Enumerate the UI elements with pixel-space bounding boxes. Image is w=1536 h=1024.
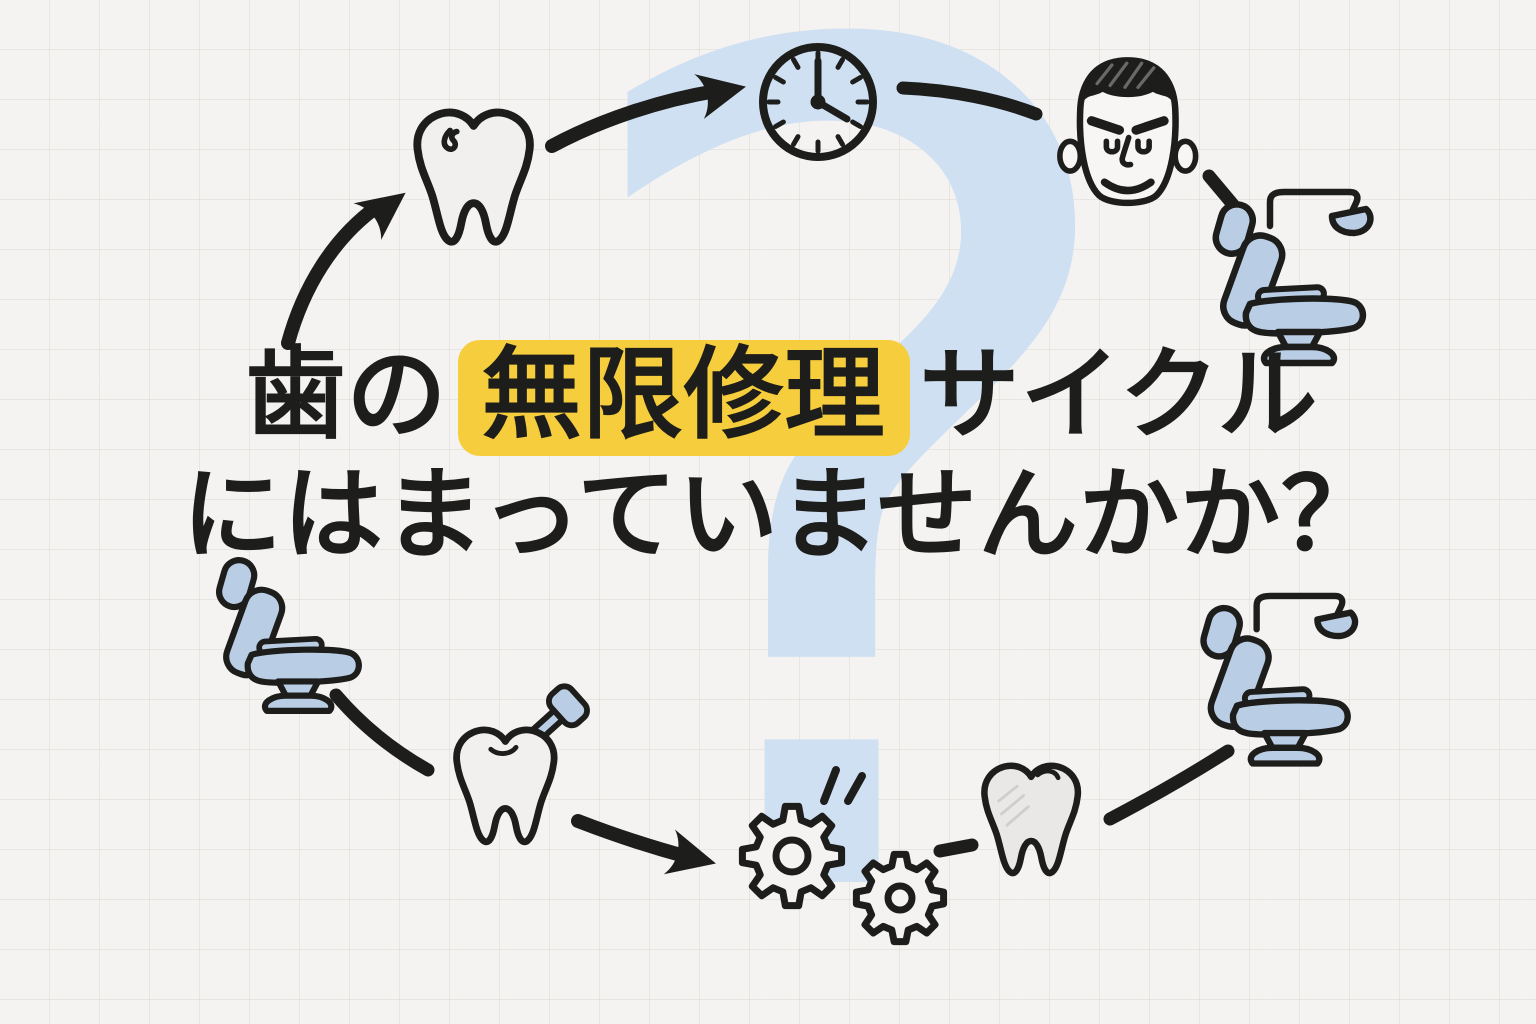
line-tooth-to-chair	[1103, 744, 1235, 826]
arrow-to-gears	[571, 814, 722, 886]
cracked-tooth-icon	[417, 113, 530, 242]
line-gears-to-tooth	[933, 838, 979, 858]
headline-line1-prefix: 歯の	[245, 339, 448, 451]
headline-line1-suffix: サイクル	[919, 339, 1319, 451]
arrow-to-clock	[545, 64, 751, 153]
headline: 歯の無限修理サイクル にはまっていませんかか？	[182, 336, 1382, 574]
clock-icon	[759, 43, 877, 161]
repaired-tooth-icon	[984, 766, 1078, 873]
angry-face-icon	[1057, 57, 1199, 207]
drill-tooth-icon	[457, 683, 590, 842]
headline-line1: 歯の無限修理サイクル	[182, 336, 1382, 456]
arrow-to-cracked-tooth	[281, 174, 420, 350]
line-chair-to-drill-tooth	[329, 688, 435, 777]
dental-chair-bottom-right-icon	[1200, 596, 1355, 764]
headline-highlight: 無限修理	[457, 340, 910, 456]
gears-icon	[738, 766, 948, 946]
line-face-to-chair	[1202, 169, 1242, 214]
line-clock-to-face	[896, 81, 1043, 121]
headline-line2: にはまっていませんかか？	[182, 459, 1382, 571]
dental-chair-bottom-left-icon	[216, 557, 359, 711]
